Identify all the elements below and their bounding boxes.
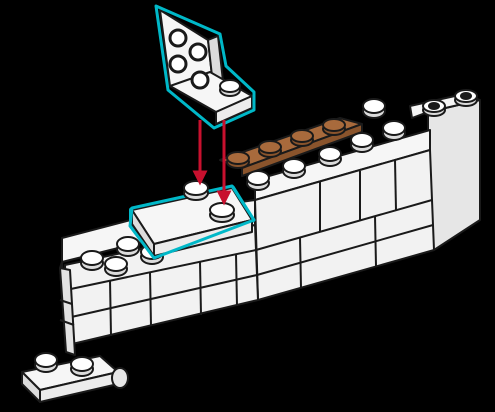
angle-plate-part <box>156 6 254 128</box>
corner-plate <box>22 353 128 402</box>
